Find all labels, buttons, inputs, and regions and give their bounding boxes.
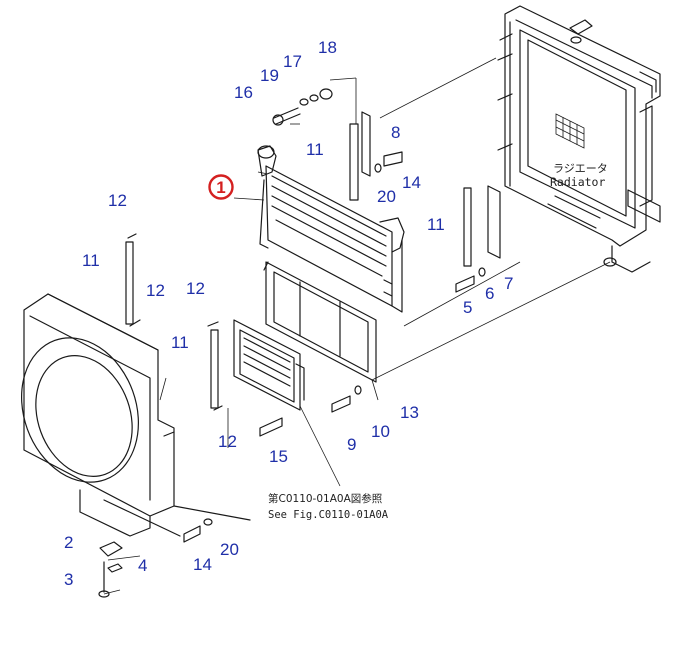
part-label-7[interactable]: 7 <box>504 274 513 293</box>
radiator-core <box>257 145 405 313</box>
leader-lines <box>103 57 611 595</box>
part-label-17[interactable]: 17 <box>283 52 302 71</box>
see-figure-note: 第C0110-01A0A図参照 See Fig.C0110-01A0A <box>268 492 389 521</box>
see-note-jp: 第C0110-01A0A図参照 <box>268 492 383 505</box>
part-label-4[interactable]: 4 <box>138 556 147 575</box>
radiator-label-jp: ラジエータ <box>553 162 608 175</box>
part-label-5[interactable]: 5 <box>463 298 472 317</box>
part-label-12-center[interactable]: 12 <box>186 279 205 298</box>
oil-cooler-panel <box>233 319 305 411</box>
part-label-11-left[interactable]: 11 <box>82 251 100 270</box>
radiator-label-en: Radiator <box>550 175 605 189</box>
part-label-12-bottom[interactable]: 12 <box>218 432 237 451</box>
part-label-12-top-left[interactable]: 12 <box>108 191 127 210</box>
part-label-14-top[interactable]: 14 <box>402 173 421 192</box>
part-label-18[interactable]: 18 <box>318 38 337 57</box>
radiator-frame: ラジエータ Radiator <box>497 5 661 273</box>
part-label-9[interactable]: 9 <box>347 435 356 454</box>
part-label-6[interactable]: 6 <box>485 284 494 303</box>
part-label-13[interactable]: 13 <box>400 403 419 422</box>
part-number-labels: 18 17 19 16 8 11 14 20 11 12 11 12 12 11… <box>64 38 513 589</box>
part-label-16[interactable]: 16 <box>234 83 253 102</box>
part-label-8[interactable]: 8 <box>391 123 400 142</box>
radiator-core-symbol <box>555 113 585 149</box>
see-note-en: See Fig.C0110-01A0A <box>268 509 389 521</box>
part-label-15[interactable]: 15 <box>269 447 288 466</box>
callout-part-1[interactable]: 1 <box>208 174 234 200</box>
part-label-10[interactable]: 10 <box>371 422 390 441</box>
part-label-3[interactable]: 3 <box>64 570 73 589</box>
part-label-20-top[interactable]: 20 <box>377 187 396 206</box>
part-label-12-left[interactable]: 12 <box>146 281 165 300</box>
part-label-11-right[interactable]: 11 <box>427 215 445 234</box>
fasteners <box>98 88 486 598</box>
part-label-11-center[interactable]: 11 <box>171 333 189 352</box>
baffle-plate <box>263 261 377 383</box>
fan-shroud <box>21 293 251 537</box>
part-label-2[interactable]: 2 <box>64 533 73 552</box>
seal-strips <box>125 111 501 411</box>
callout-label: 1 <box>216 178 225 197</box>
part-label-20-bottom[interactable]: 20 <box>220 540 239 559</box>
part-label-14-bottom[interactable]: 14 <box>193 555 212 574</box>
part-label-19[interactable]: 19 <box>260 66 279 85</box>
part-label-11-top[interactable]: 11 <box>306 140 324 159</box>
